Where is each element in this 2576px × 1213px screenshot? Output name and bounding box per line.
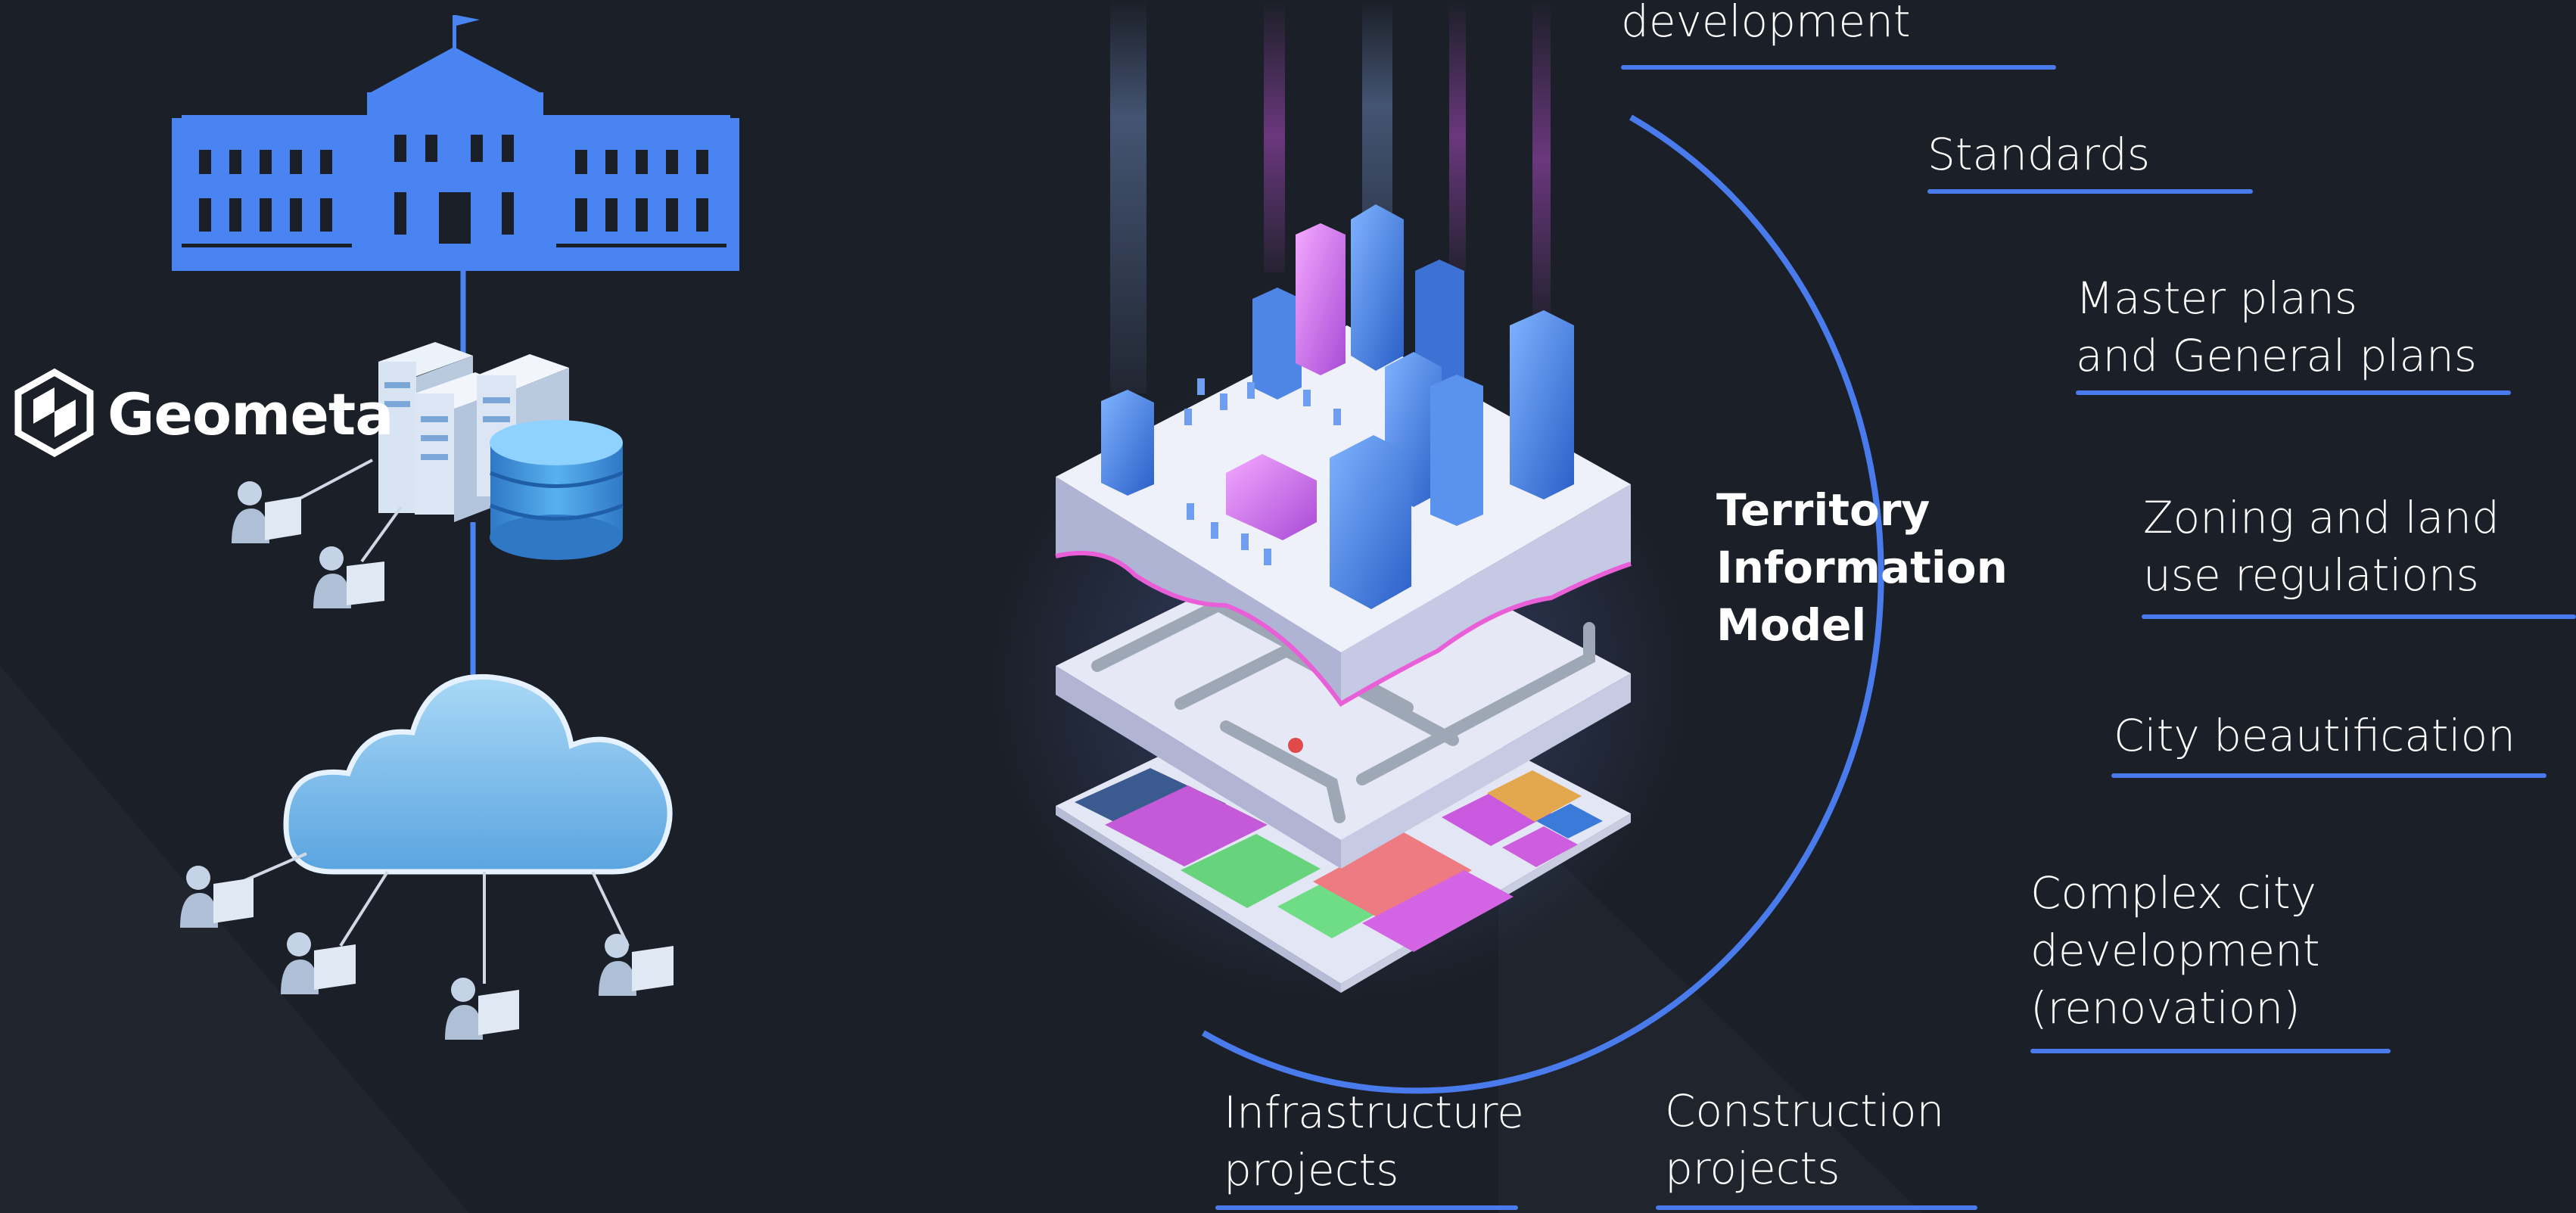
underline [2030, 1049, 2391, 1053]
territory-information-model-label: Territory Information Model [1716, 481, 2008, 654]
user-workstation-icon [180, 866, 674, 1040]
background-shape [1498, 802, 1922, 1213]
underline [1656, 1205, 1977, 1210]
cloud-icon [283, 673, 673, 875]
geometa-logo-icon [14, 368, 94, 458]
isometric-city-model-icon [991, 0, 1688, 999]
underline [1215, 1205, 1518, 1210]
center-label-line: Territory [1716, 484, 1930, 536]
connector-lines [460, 271, 476, 677]
label-construction-projects: Construction projects [1665, 1085, 1945, 1194]
label-zoning: Zoning and land use regulations [2143, 492, 2500, 601]
label-development: development [1621, 0, 1911, 47]
user-workstation-icon [232, 459, 403, 608]
government-building-icon [172, 15, 739, 271]
label-complex-city-development: Complex city development (renovation) [2030, 867, 2320, 1034]
underline [2076, 390, 2511, 395]
underline [1927, 189, 2253, 194]
center-label-line: Model [1716, 599, 1867, 651]
label-standards: Standards [1927, 129, 2151, 180]
underline [2142, 614, 2576, 619]
label-master-plans: Master plans and General plans [2076, 272, 2478, 381]
cloud-connector-lines [241, 852, 630, 984]
background-shape [0, 666, 469, 1213]
label-infrastructure-projects: Infrastructure projects [1224, 1087, 1524, 1196]
underline [2111, 773, 2546, 778]
database-icon [490, 420, 624, 560]
brand-name: Geometa [107, 380, 394, 448]
model-scope-arc [1202, 114, 1884, 1094]
underline [1621, 65, 2056, 70]
label-city-beautification: City beautification [2114, 710, 2515, 761]
center-label-line: Information [1716, 542, 2008, 593]
brand: Geometa [18, 372, 394, 456]
